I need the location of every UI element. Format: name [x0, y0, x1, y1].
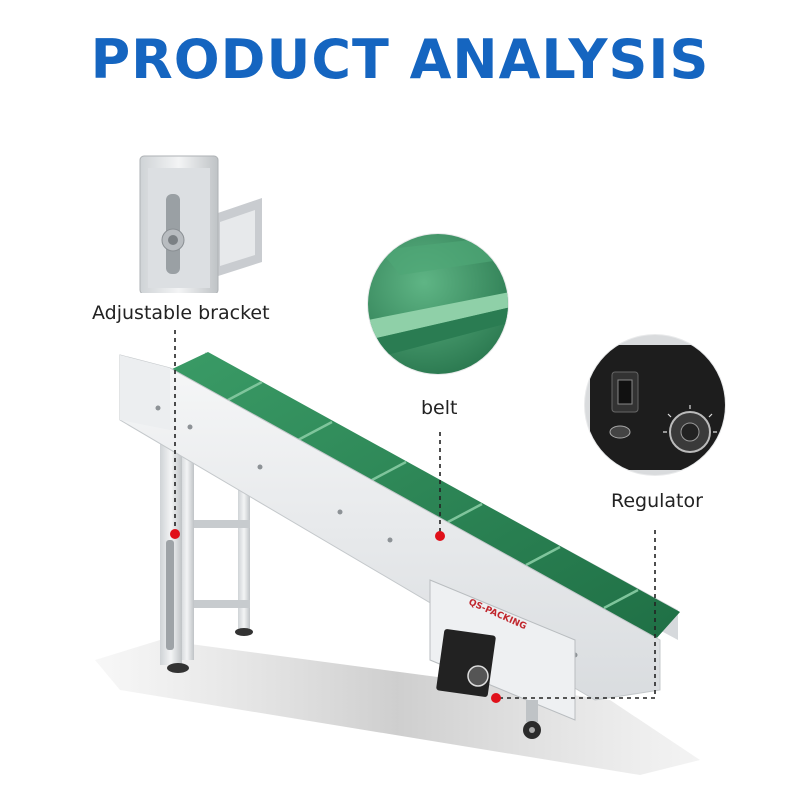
leg-slot [166, 540, 174, 650]
page-title: PRODUCT ANALYSIS [90, 28, 710, 91]
bracket-detail-photo [138, 152, 265, 293]
front-leg [180, 455, 194, 660]
callout-label-belt: belt [421, 397, 458, 419]
callout-label-regulator: Regulator [611, 490, 703, 512]
regulator-detail-photo [584, 334, 726, 476]
belt-detail-photo [367, 233, 509, 375]
control-panel [436, 629, 496, 697]
floor-shadow [95, 640, 700, 775]
foot-pad [167, 663, 189, 673]
marker-regulator [491, 693, 501, 703]
leg-crossbar-lower [190, 600, 250, 608]
speed-knob [467, 665, 489, 687]
leg-crossbar [190, 520, 250, 528]
marker-bracket [170, 529, 180, 539]
belt-surface [170, 352, 680, 640]
callout-lines [174, 330, 656, 699]
caster-mount [526, 700, 538, 722]
control-box [429, 579, 576, 721]
callout-markers [170, 529, 501, 703]
foot-pad-rear [235, 628, 253, 636]
marker-belt [435, 531, 445, 541]
rear-leg [238, 485, 250, 635]
callout-label-adjustable-bracket: Adjustable bracket [92, 302, 270, 324]
belt-cleats [227, 380, 639, 610]
panel-end-cap [120, 355, 170, 430]
